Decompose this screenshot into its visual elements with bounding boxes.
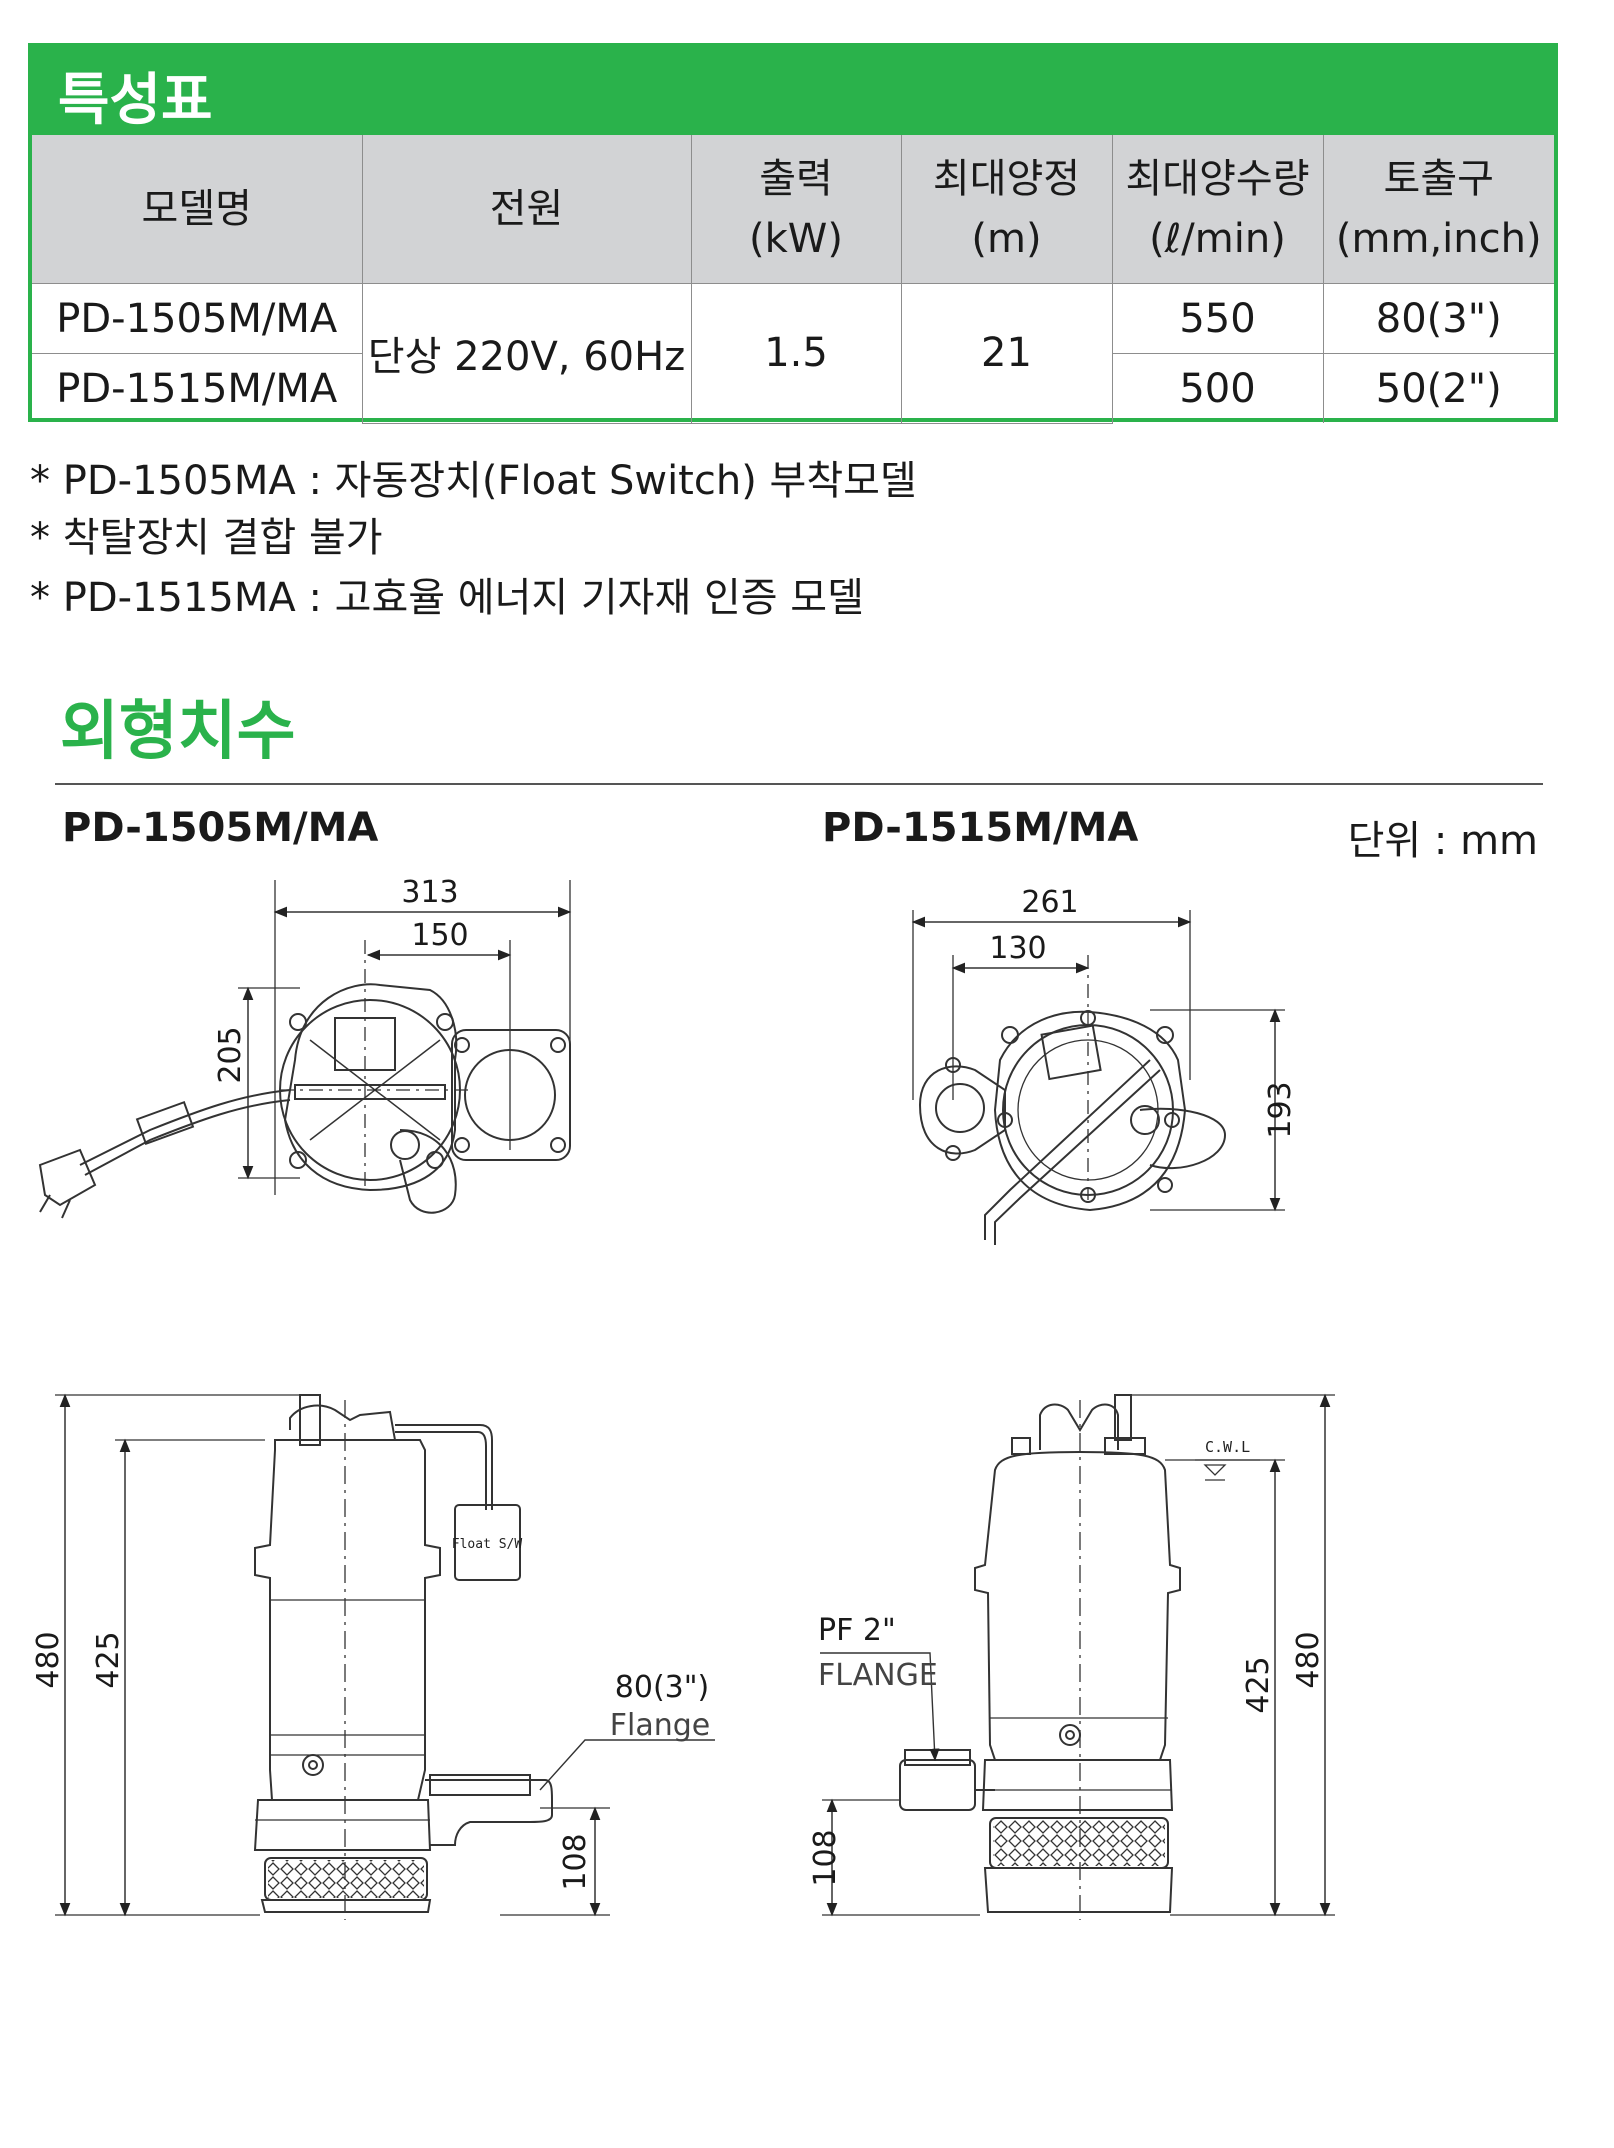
dim-425-right: 425 <box>1241 1656 1276 1713</box>
dim-425-left: 425 <box>91 1631 126 1688</box>
cell-power: 단상 220V, 60Hz <box>361 283 692 424</box>
right-model-label: PD-1515M/MA <box>822 805 1139 851</box>
cell-outlet: 50(2") <box>1322 353 1554 423</box>
dim-150: 150 <box>411 918 468 953</box>
dim-193: 193 <box>1263 1081 1298 1138</box>
right-top-view <box>911 910 1285 1245</box>
unit-label: 단위 : mm <box>1347 818 1538 864</box>
cell-model: PD-1505M/MA <box>32 283 363 354</box>
note-detach: * 착탈장치 결합 불가 <box>30 515 383 561</box>
spec-header-row: 모델명 전원 출력(kW) 최대양정(m) 최대양수량(ℓ/min) 토출구(m… <box>32 135 1554 284</box>
spec-table-title: 특성표 <box>58 68 213 133</box>
spec-table-title-bar: 특성표 <box>32 47 1554 135</box>
dim-205: 205 <box>213 1026 248 1083</box>
header-max-head: 최대양정(m) <box>900 135 1113 284</box>
left-top-view <box>38 880 572 1219</box>
float-switch-label: Float S/W <box>452 1537 523 1552</box>
left-model-label: PD-1505M/MA <box>62 805 379 851</box>
cell-model: PD-1515M/MA <box>32 353 363 423</box>
outlet-size-left: 80(3") <box>615 1670 709 1705</box>
cell-flow: 550 <box>1111 283 1324 354</box>
cell-head: 21 <box>900 283 1113 424</box>
outlet-size-right: PF 2" <box>818 1613 896 1648</box>
dim-261: 261 <box>1021 885 1078 920</box>
spec-table: 특성표 모델명 전원 출력(kW) 최대양정(m) 최대양수량(ℓ/min) 토… <box>28 43 1558 424</box>
dim-480-right: 480 <box>1291 1631 1326 1688</box>
note-float-switch: * PD-1505MA : 자동장치(Float Switch) 부착모델 <box>30 458 917 504</box>
cell-flow: 500 <box>1111 353 1324 423</box>
dimensions-title: 외형치수 <box>60 695 296 769</box>
cwl-label: C.W.L <box>1205 1438 1250 1456</box>
table-row: PD-1505M/MA 단상 220V, 60Hz 1.5 21 550 80(… <box>32 283 1554 424</box>
cell-output: 1.5 <box>690 283 902 424</box>
dim-313: 313 <box>401 875 458 910</box>
outlet-type-right: FLANGE <box>818 1658 938 1693</box>
dim-480-left: 480 <box>31 1631 66 1688</box>
dimension-labels: 313 150 205 261 130 193 480 425 108 Floa… <box>31 875 1326 1891</box>
dim-108-left: 108 <box>558 1833 593 1890</box>
header-power: 전원 <box>361 135 692 284</box>
table-row: PD-1515M/MA 500 50(2") <box>32 353 1554 423</box>
right-side-view <box>820 1393 1335 1920</box>
outlet-type-left: Flange <box>610 1708 711 1743</box>
header-outlet: 토출구(mm,inch) <box>1322 135 1554 284</box>
header-output: 출력(kW) <box>690 135 902 284</box>
dim-108-right: 108 <box>808 1829 843 1886</box>
dim-130: 130 <box>989 931 1046 966</box>
header-max-flow: 최대양수량(ℓ/min) <box>1111 135 1324 284</box>
spec-grid: 모델명 전원 출력(kW) 최대양정(m) 최대양수량(ℓ/min) 토출구(m… <box>32 135 1554 424</box>
left-side-view <box>55 1393 715 1920</box>
divider <box>55 783 1543 785</box>
note-efficiency: * PD-1515MA : 고효율 에너지 기자재 인증 모델 <box>30 575 864 621</box>
cell-outlet: 80(3") <box>1322 283 1554 354</box>
